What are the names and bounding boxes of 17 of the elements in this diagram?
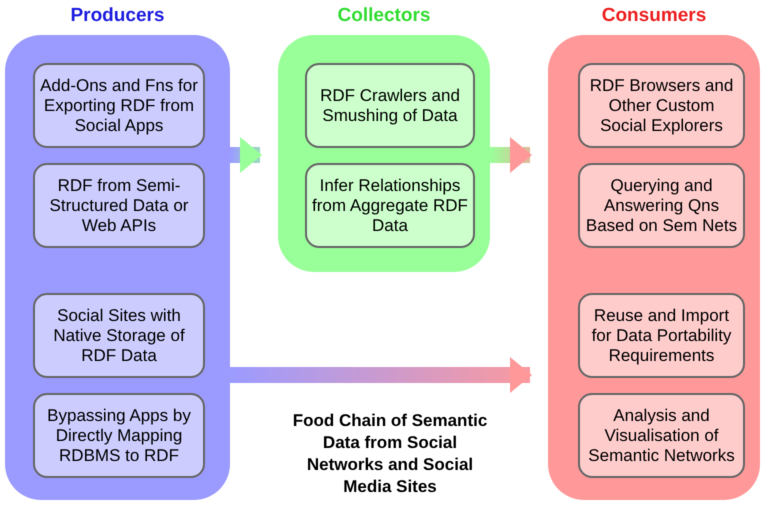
caption: Food Chain of Semantic Data from Social Networks and Social Media Sites (292, 410, 488, 498)
process-box: RDF from Semi-Structured Data or Web APIs (33, 163, 205, 248)
arrow (490, 137, 532, 173)
column-heading: Producers (70, 4, 166, 28)
process-box: Analysis and Visualisation of Semantic Networks (578, 393, 745, 478)
process-box: Infer Relationships from Aggregate RDF Data (305, 163, 475, 248)
column-heading: Consumers (600, 4, 708, 28)
column-heading: Collectors (336, 4, 432, 28)
process-box: Querying and Answering Qns Based on Sem Nets (578, 163, 745, 248)
process-box: Social Sites with Native Storage of RDF Data (33, 293, 205, 378)
process-box: Add-Ons and Fns for Exporting RDF from Social Apps (33, 63, 205, 148)
process-box: RDF Crawlers and Smushing of Data (305, 63, 475, 148)
process-box: Reuse and Import for Data Portability Requirements (578, 293, 745, 378)
process-box: Bypassing Apps by Directly Mapping RDBMS to RDF (33, 393, 205, 478)
arrow (230, 357, 532, 393)
process-box: RDF Browsers and Other Custom Social Explorers (578, 63, 745, 148)
arrow (230, 137, 262, 173)
